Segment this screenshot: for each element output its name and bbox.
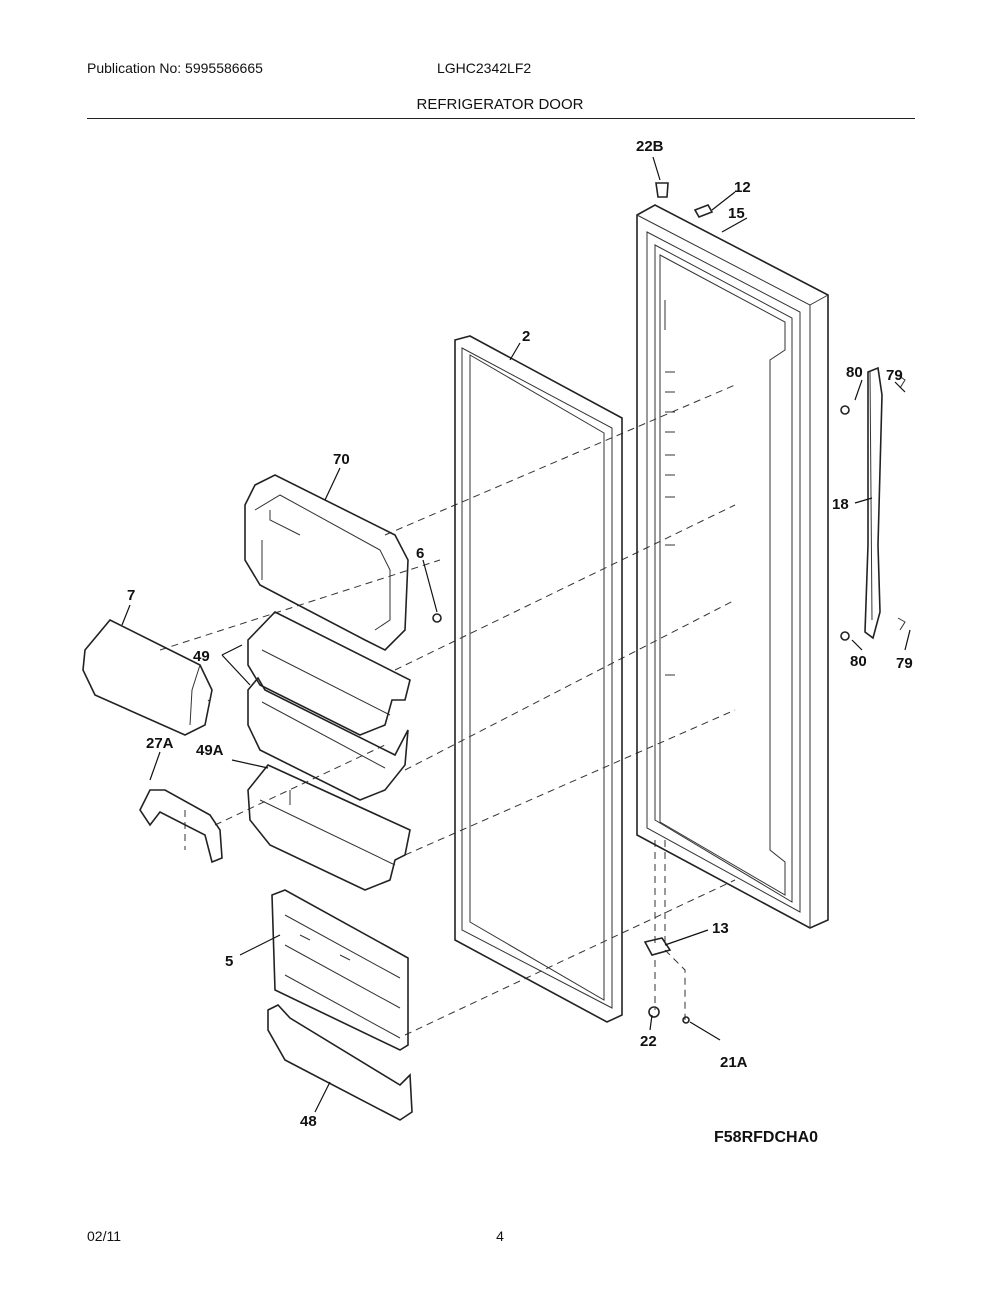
callout-22: 22 xyxy=(640,1033,657,1050)
callout-6: 6 xyxy=(416,545,424,562)
diagram-code: F58RFDCHA0 xyxy=(714,1129,818,1146)
callout-7: 7 xyxy=(127,587,135,604)
callout-48: 48 xyxy=(300,1113,317,1130)
dairy-door-handle xyxy=(139,789,223,864)
bottle-shelf-rack xyxy=(271,889,409,1051)
callout-70: 70 xyxy=(333,451,350,468)
callout-2: 2 xyxy=(522,328,530,345)
bottom-bin xyxy=(267,1004,413,1121)
outer-door-panel xyxy=(636,204,829,929)
dairy-door-bin xyxy=(244,474,409,651)
callout-49: 49 xyxy=(193,648,210,665)
small-parts xyxy=(432,182,714,1024)
callout-79-top: 79 xyxy=(886,367,903,384)
dairy-cover xyxy=(82,619,213,736)
callout-49A: 49A xyxy=(196,742,224,759)
model-number: LGHC2342LF2 xyxy=(437,60,532,76)
callout-13: 13 xyxy=(712,920,729,937)
door-gasket xyxy=(454,335,623,1023)
callout-21A: 21A xyxy=(720,1054,748,1071)
callout-27A: 27A xyxy=(146,735,174,752)
publication-date: 02/11 xyxy=(87,1228,121,1244)
callout-15: 15 xyxy=(728,205,745,222)
door-handle xyxy=(840,366,906,641)
callout-18: 18 xyxy=(832,496,849,513)
callout-5: 5 xyxy=(225,953,233,970)
leader-lines xyxy=(121,156,911,1113)
header-rule xyxy=(87,118,915,119)
callout-79-bottom: 79 xyxy=(896,655,913,672)
page-number: 4 xyxy=(496,1228,504,1244)
callout-80-bottom: 80 xyxy=(850,653,867,670)
door-bin-large xyxy=(247,764,411,891)
callout-12: 12 xyxy=(734,179,751,196)
door-bins xyxy=(247,611,411,801)
alignment-lines xyxy=(159,384,736,1036)
section-title: REFRIGERATOR DOOR xyxy=(416,96,584,113)
callout-22B: 22B xyxy=(636,138,664,155)
publication-number: Publication No: 5995586665 xyxy=(87,60,263,76)
callout-80-top: 80 xyxy=(846,364,863,381)
